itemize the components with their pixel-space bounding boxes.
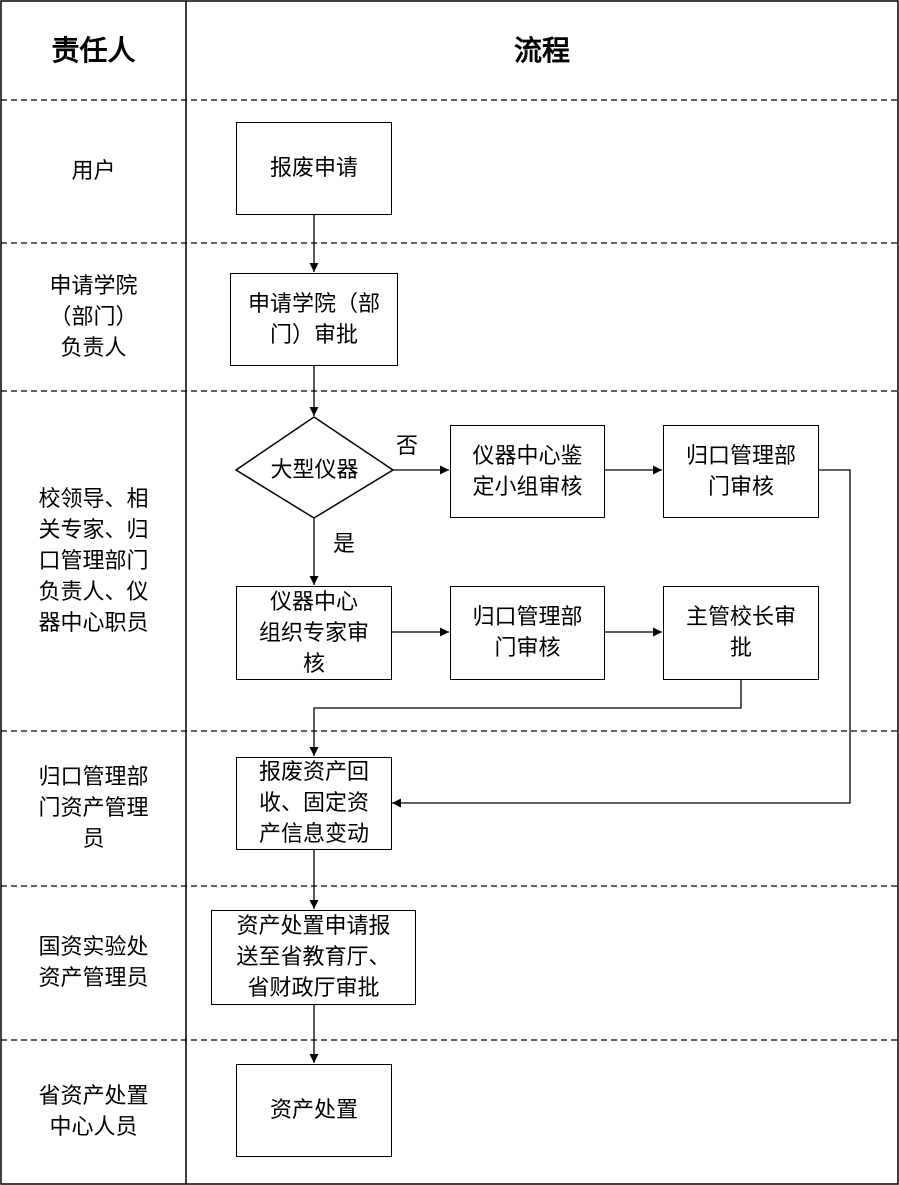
edge-dept-top-to-recycle <box>392 469 851 808</box>
node-dept-review-top: 归口管理部 门审核 <box>663 425 819 518</box>
role-leaders-experts: 校领导、相 关专家、归 口管理部门 负责人、仪 器中心职员 <box>38 486 149 636</box>
node-asset-disposal: 资产处置 <box>236 1064 392 1157</box>
role-dept-asset-admin: 归口管理部 门资产管理 员 <box>38 765 149 852</box>
header-process: 流程 <box>513 34 570 67</box>
node-dept-review-bottom: 归口管理部 门审核 <box>450 586 605 680</box>
node-center-expert-review: 仪器中心 组织专家审 核 <box>236 586 392 680</box>
header-role: 责任人 <box>51 34 136 67</box>
node-president-approve: 主管校长审 批 <box>663 586 819 680</box>
role-province-center: 省资产处置 中心人员 <box>38 1084 149 1140</box>
node-large-instrument: 大型仪器 <box>270 457 359 483</box>
edge-label-no: 否 <box>396 434 419 459</box>
role-lab-office-admin: 国资实验处 资产管理员 <box>38 935 149 991</box>
node-submit-province: 资产处置申请报 送至省教育厅、 省财政厅审批 <box>211 910 416 1005</box>
node-center-group-review: 仪器中心鉴 定小组审核 <box>450 425 605 518</box>
role-user: 用户 <box>71 159 116 184</box>
node-scrap-apply: 报废申请 <box>236 122 392 215</box>
node-asset-recycle: 报废资产回 收、固定资 产信息变动 <box>236 757 392 850</box>
edge-label-yes: 是 <box>333 532 356 557</box>
role-college-head: 申请学院 （部门） 负责人 <box>49 273 138 361</box>
node-college-approve: 申请学院（部 门）审批 <box>230 273 398 366</box>
edge-president-to-recycle <box>309 680 742 756</box>
